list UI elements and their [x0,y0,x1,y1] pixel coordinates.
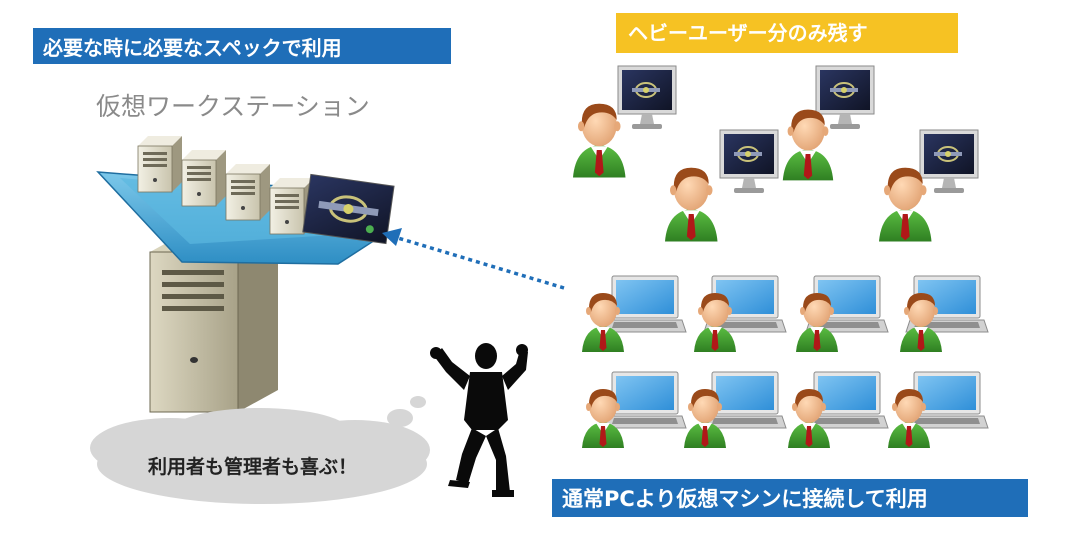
thought-cloud [90,396,430,504]
laptop-user-row-1 [582,275,989,352]
laptop-user [582,275,687,352]
cloud-message: 利用者も管理者も喜ぶ！ [148,456,358,478]
laptop-user [684,371,787,448]
laptop-user [582,371,687,448]
bottom-banner: 通常PCより仮想マシンに接続して利用 [552,479,1028,517]
virtual-workstation-label: 仮想ワークステーション [96,92,370,121]
heavy-user [782,65,875,181]
heavy-user [879,129,979,242]
laptop-user [694,275,787,352]
left-banner: 必要な時に必要なスペックで利用 [33,28,451,64]
connection-arrow [382,228,565,290]
laptop-user [900,275,989,352]
laptop-user [788,371,889,448]
cad-image-card [302,173,395,245]
heavy-user [573,65,677,178]
celebrating-silhouette [430,343,528,497]
heavy-user [665,129,779,242]
laptop-user [888,371,989,448]
laptop-user-row-2 [582,371,989,448]
laptop-user [796,275,889,352]
right-banner: ヘビーユーザー分のみ残す [616,13,958,53]
heavy-user-group [573,65,979,242]
